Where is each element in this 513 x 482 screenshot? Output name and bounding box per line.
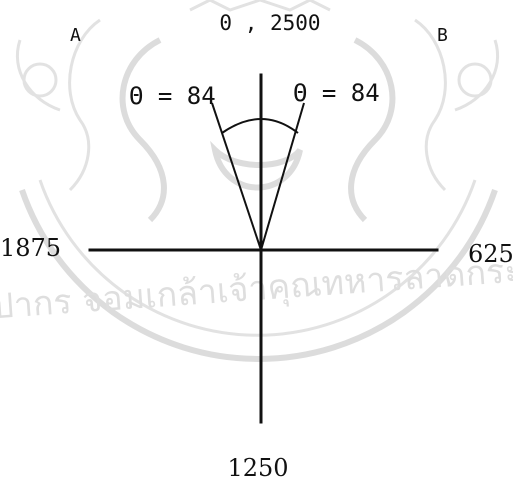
watermark-text: ศิลปากร จอมเกล้าเจ้าคุณทหารลาดกระบัง — [0, 248, 513, 331]
axis-label-top: 0 , 2500 — [219, 11, 320, 35]
axis-label-right: 625 — [468, 240, 513, 268]
corner-label-a: A — [70, 25, 81, 46]
angle-label-right: Θ = 84 — [293, 79, 380, 107]
angle-label-left: Θ = 84 — [129, 82, 216, 110]
axis-label-bottom: 1250 — [227, 454, 288, 482]
watermark-seal: ศิลปากร จอมเกล้าเจ้าคุณทหารลาดกระบัง — [0, 0, 513, 359]
corner-label-b: B — [437, 25, 448, 46]
right-angle-ray — [261, 103, 304, 250]
axis-label-left: 1875 — [0, 234, 61, 262]
